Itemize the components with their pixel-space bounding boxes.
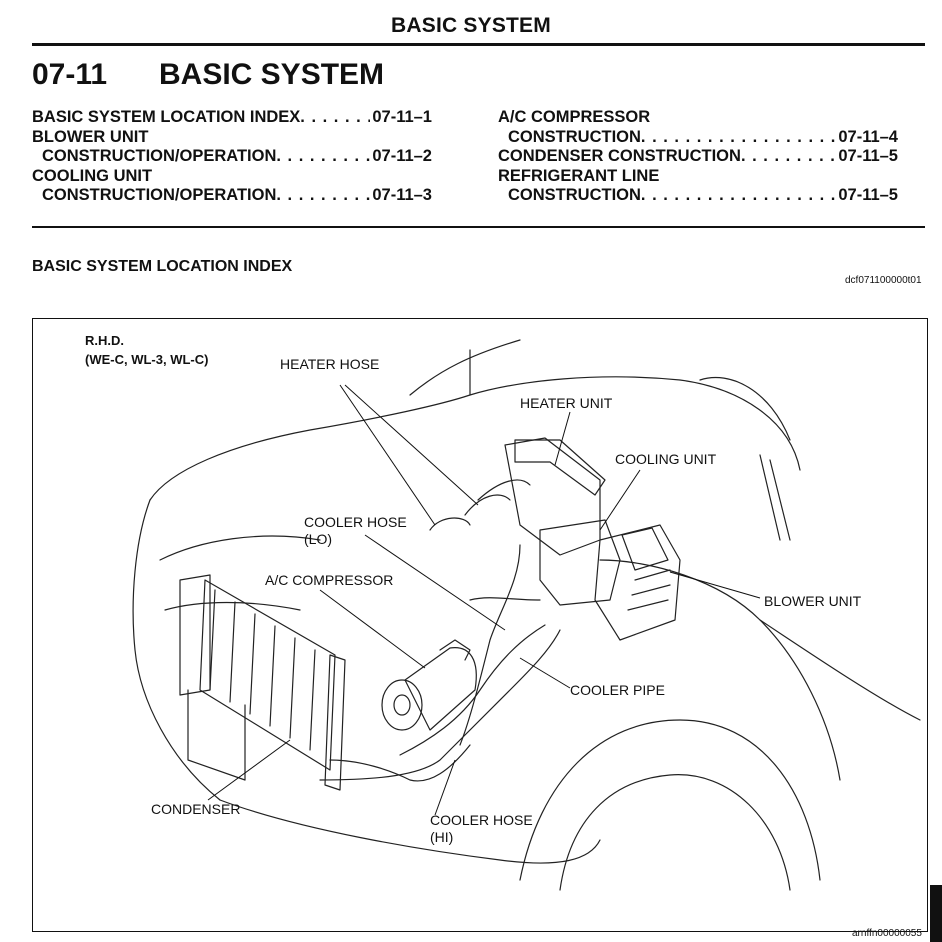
figure-frame bbox=[32, 318, 928, 932]
callout-cooler-hose-lo: COOLER HOSE (LO) bbox=[304, 514, 407, 547]
heater-unit-duct bbox=[514, 439, 606, 496]
condenser-bracket bbox=[187, 689, 246, 781]
section-title: 07-11 BASIC SYSTEM bbox=[32, 58, 384, 92]
toc-entry-ac-compressor[interactable]: A/C COMPRESSOR CONSTRUCTION07-11–4 bbox=[498, 108, 898, 147]
cooling-unit-body bbox=[539, 519, 621, 606]
body-side-left bbox=[132, 499, 221, 801]
callout-cooler-hose-hi: COOLER HOSE (HI) bbox=[430, 812, 533, 845]
page-edge-tab bbox=[930, 885, 942, 942]
leader-cooler-hose-hi bbox=[434, 759, 456, 816]
leader-condenser bbox=[207, 739, 291, 801]
cooler-hose-lo-line bbox=[459, 544, 521, 746]
hood-outline bbox=[149, 376, 801, 501]
figure-code: arnffn00000055 bbox=[852, 928, 922, 939]
leader-blower-unit bbox=[669, 571, 761, 599]
front-bumper bbox=[219, 799, 601, 864]
wheel-arch bbox=[519, 719, 821, 881]
grille-outline bbox=[159, 535, 321, 611]
condenser-left-tank bbox=[179, 574, 211, 696]
cooler-pipe-line bbox=[399, 597, 546, 756]
compressor-body bbox=[404, 647, 477, 731]
leader-heater-hose-1 bbox=[339, 384, 436, 526]
toc-right-column: A/C COMPRESSOR CONSTRUCTION07-11–4 CONDE… bbox=[498, 108, 898, 206]
section-number: 07-11 bbox=[32, 58, 108, 91]
header-rule bbox=[32, 43, 925, 46]
compressor-fittings bbox=[439, 639, 471, 661]
heater-hose-line bbox=[429, 479, 531, 531]
blower-grid bbox=[627, 569, 671, 611]
windshield-outline bbox=[409, 339, 791, 441]
wheel bbox=[559, 774, 791, 891]
section-rule bbox=[32, 226, 925, 228]
toc-entry-condenser[interactable]: CONDENSER CONSTRUCTION07-11–5 bbox=[498, 147, 898, 167]
leader-cooler-hose-lo bbox=[364, 534, 506, 631]
callout-heater-hose: HEATER HOSE bbox=[280, 356, 380, 372]
callout-cooling-unit: COOLING UNIT bbox=[615, 451, 717, 467]
heater-unit-body bbox=[504, 437, 601, 556]
toc-entry-refrigerant-line[interactable]: REFRIGERANT LINE CONSTRUCTION07-11–5 bbox=[498, 167, 898, 206]
callout-ac-compressor: A/C COMPRESSOR bbox=[265, 572, 394, 588]
callout-condenser: CONDENSER bbox=[151, 801, 241, 817]
blower-unit-body bbox=[594, 524, 681, 641]
section-name: BASIC SYSTEM bbox=[159, 58, 385, 91]
condenser-core bbox=[199, 579, 336, 771]
callout-cooler-pipe: COOLER PIPE bbox=[570, 682, 665, 698]
cooler-hose-hi-line bbox=[329, 744, 471, 782]
page-header-title: BASIC SYSTEM bbox=[391, 14, 551, 37]
leader-cooling-unit bbox=[599, 469, 641, 531]
callout-heater-unit: HEATER UNIT bbox=[520, 395, 613, 411]
windshield-right bbox=[759, 454, 791, 541]
subsection-title: BASIC SYSTEM LOCATION INDEX bbox=[32, 258, 293, 275]
callout-blower-unit: BLOWER UNIT bbox=[764, 593, 862, 609]
toc-entry-blower-unit[interactable]: BLOWER UNIT CONSTRUCTION/OPERATION07-11–… bbox=[32, 128, 432, 167]
toc-entry-cooling-unit[interactable]: COOLING UNIT CONSTRUCTION/OPERATION07-11… bbox=[32, 167, 432, 206]
liquid-line bbox=[319, 629, 561, 781]
toc-left-column: BASIC SYSTEM LOCATION INDEX07-11–1 BLOWE… bbox=[32, 108, 432, 206]
compressor-pulley-hub bbox=[393, 694, 411, 716]
body-side-right bbox=[759, 619, 921, 721]
leader-ac-compressor bbox=[319, 589, 426, 669]
toc-entry-location-index[interactable]: BASIC SYSTEM LOCATION INDEX07-11–1 bbox=[32, 108, 432, 128]
document-code: dcf071100000t01 bbox=[845, 275, 922, 286]
compressor-pulley bbox=[381, 679, 423, 731]
leader-cooler-pipe bbox=[519, 657, 571, 689]
blower-inlet bbox=[621, 527, 669, 571]
condenser-fins bbox=[209, 589, 316, 751]
leader-heater-hose-2 bbox=[344, 384, 479, 506]
figure-variant-note: R.H.D. (WE-C, WL-3, WL-C) bbox=[85, 333, 209, 367]
condenser-right-tank bbox=[324, 654, 346, 791]
leader-heater-unit bbox=[554, 411, 571, 466]
